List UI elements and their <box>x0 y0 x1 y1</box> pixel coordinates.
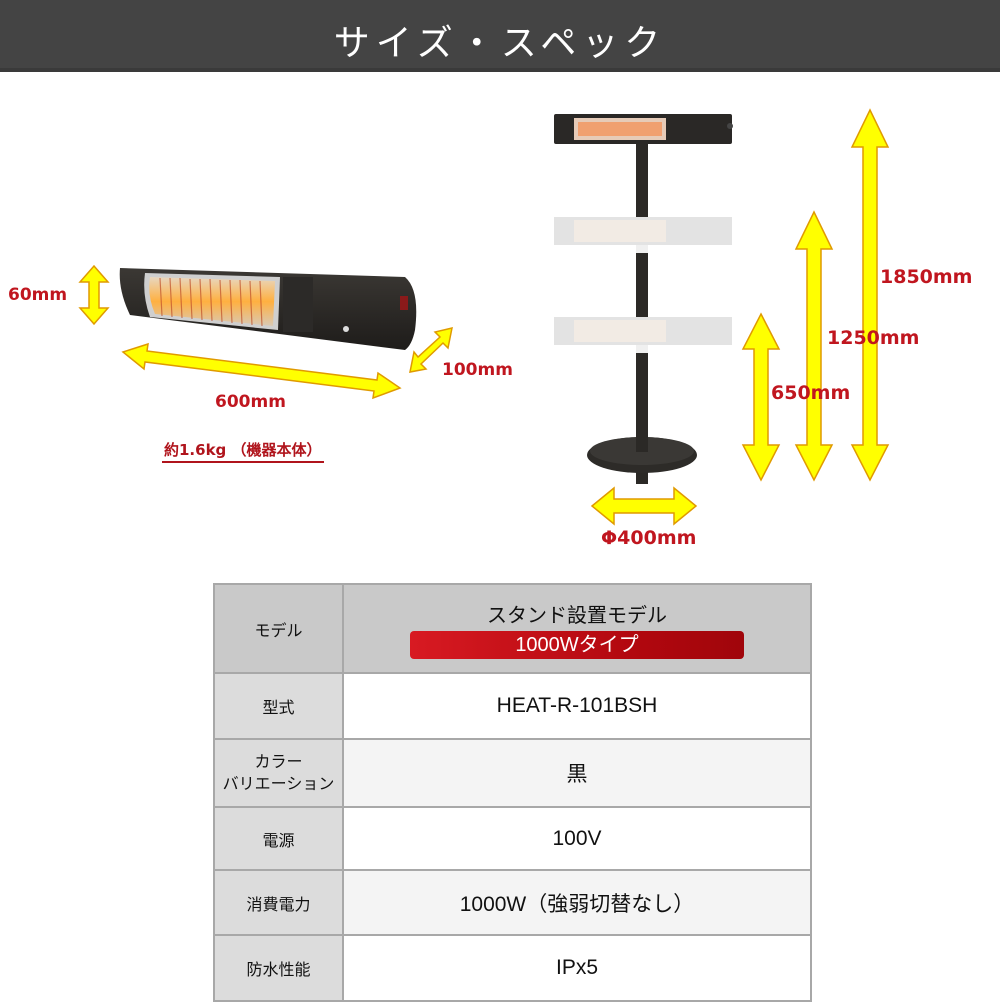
model-value: スタンド設置モデル <box>487 604 667 627</box>
width-arrow <box>121 342 402 400</box>
row-label: 消費電力 <box>213 869 344 936</box>
row-label-line1: カラー <box>254 752 303 771</box>
table-row: 消費電力 1000W（強弱切替なし） <box>213 869 812 936</box>
model-label: モデル <box>213 583 344 674</box>
row-value: HEAT-R-101BSH <box>342 672 812 740</box>
stand-heater-image <box>554 114 733 484</box>
depth-label: 100mm <box>442 360 513 380</box>
row-label: カラー バリエーション <box>213 738 344 808</box>
row-label: 電源 <box>213 806 344 871</box>
table-row: 型式 HEAT-R-101BSH <box>213 672 812 740</box>
page-header: サイズ・スペック <box>0 0 1000 72</box>
height-650-label: 650mm <box>771 382 851 404</box>
height-1250-label: 1250mm <box>827 327 920 349</box>
height-label: 60mm <box>8 285 68 305</box>
row-value: IPx5 <box>342 934 812 1002</box>
width-label: 600mm <box>215 392 286 412</box>
table-row: 電源 100V <box>213 806 812 871</box>
base-diameter-arrow <box>590 486 698 526</box>
row-value: 100V <box>342 806 812 871</box>
base-diameter-label: Φ400mm <box>601 527 697 549</box>
weight-label: 約1.6kg （機器本体） <box>162 439 324 463</box>
model-type-badge: 1000Wタイプ <box>410 630 744 659</box>
row-value: 1000W（強弱切替なし） <box>342 869 812 936</box>
row-label: 型式 <box>213 672 344 740</box>
spec-table: モデル スタンド設置モデル 1000Wタイプ 型式 HEAT-R-101BSH … <box>213 583 812 1002</box>
height-1250-arrow <box>794 210 834 482</box>
height-1850-arrow <box>850 108 890 482</box>
height-650-arrow <box>741 312 781 482</box>
row-label-line2: バリエーション <box>222 774 335 793</box>
row-value: 黒 <box>342 738 812 808</box>
model-cell: スタンド設置モデル 1000Wタイプ <box>342 583 812 674</box>
table-row-model: モデル スタンド設置モデル 1000Wタイプ <box>213 583 812 674</box>
height-1850-label: 1850mm <box>880 266 973 288</box>
table-row: カラー バリエーション 黒 <box>213 738 812 808</box>
height-arrow <box>78 264 110 326</box>
depth-arrow <box>409 327 453 373</box>
page-title: サイズ・スペック <box>333 23 667 64</box>
stand-heater-diagram <box>554 108 890 526</box>
table-row: 防水性能 IPx5 <box>213 934 812 1002</box>
row-label: 防水性能 <box>213 934 344 1002</box>
wall-heater-diagram <box>78 264 453 400</box>
wall-heater-image <box>119 268 417 350</box>
